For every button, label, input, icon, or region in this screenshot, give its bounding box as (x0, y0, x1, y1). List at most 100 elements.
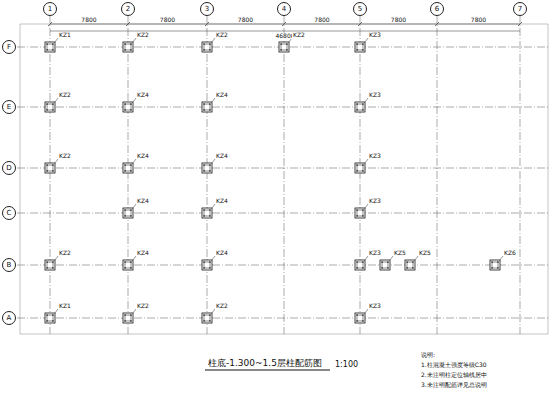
rebar-dot (46, 49, 48, 51)
axis-number: 5 (358, 6, 362, 13)
rebar-dot (203, 320, 205, 322)
rebar-dot (46, 103, 48, 105)
rebar-dot (362, 109, 364, 111)
rebar-dot (203, 49, 205, 51)
rebar-dot (124, 164, 126, 166)
column-tag: KZ2 (136, 303, 150, 309)
stirrup (204, 210, 210, 216)
dimension-tick (48, 22, 52, 26)
rebar-dot (130, 215, 132, 217)
column-tag: KZ2 (292, 32, 306, 38)
rebar-dot (124, 170, 126, 172)
stirrup (204, 44, 210, 50)
rebar-dot (209, 314, 211, 316)
dimension: 7800 (390, 17, 407, 23)
rebar-dot (280, 49, 282, 51)
axis-number: 7 (518, 6, 522, 13)
rebar-dot (46, 267, 48, 269)
axis-number: A (7, 315, 12, 322)
leader-line (365, 204, 368, 208)
axis-number: 6 (435, 6, 439, 13)
column-section (123, 102, 133, 112)
rebar-dot (52, 49, 54, 51)
axis-bubble: 1 (43, 2, 57, 16)
rebar-dot (130, 49, 132, 51)
rebar-dot (203, 215, 205, 217)
drawing-title: 柱底-1.300~1.5层柱配筋图 (208, 359, 322, 368)
column-section (202, 260, 212, 270)
axis-bubble: 3 (200, 2, 214, 16)
rebar-dot (124, 43, 126, 45)
column-section (202, 163, 212, 173)
stirrup (125, 165, 131, 171)
column-tag: KZ2 (136, 32, 150, 38)
column-section (355, 313, 365, 323)
rebar-dot (362, 267, 364, 269)
rebar-dot (52, 314, 54, 316)
column-tag: KZ2 (58, 92, 72, 98)
rebar-dot (381, 261, 383, 263)
column-tag: KZ2 (215, 32, 229, 38)
rebar-dot (130, 314, 132, 316)
column-tag: KZ5 (418, 250, 432, 256)
axis-line (284, 15, 285, 334)
leader-line (365, 256, 368, 260)
stirrup (357, 315, 363, 321)
axis-number: C (7, 210, 12, 217)
rebar-dot (203, 314, 205, 316)
rebar-dot (52, 103, 54, 105)
axis-number: D (6, 165, 11, 172)
column-section (202, 102, 212, 112)
rebar-dot (209, 267, 211, 269)
rebar-dot (209, 103, 211, 105)
column-tag: KZ3 (368, 92, 382, 98)
axis-bubble: 7 (513, 2, 527, 16)
leader-line (212, 309, 215, 313)
rebar-dot (362, 103, 364, 105)
stirrup (357, 44, 363, 50)
column-section (45, 163, 55, 173)
rebar-dot (130, 103, 132, 105)
rebar-dot (124, 320, 126, 322)
axis-line (17, 168, 548, 169)
leader-line (133, 159, 136, 163)
rebar-dot (362, 170, 364, 172)
column-section (355, 163, 365, 173)
rebar-dot (362, 314, 364, 316)
rebar-dot (356, 43, 358, 45)
rebar-dot (52, 109, 54, 111)
column-section (123, 42, 133, 52)
rebar-dot (209, 320, 211, 322)
stirrup (125, 44, 131, 50)
column-tag: KZ5 (393, 250, 407, 256)
rebar-dot (356, 209, 358, 211)
dimension: 7800 (159, 17, 176, 23)
column-tag: KZ1 (58, 32, 72, 38)
dimension: 7800 (313, 17, 330, 23)
rebar-dot (52, 43, 54, 45)
column-tag: KZ4 (136, 198, 150, 204)
note: 1.柱混凝土强度等级C30 (420, 362, 488, 368)
rebar-dot (124, 314, 126, 316)
stirrup (204, 315, 210, 321)
column-section (45, 313, 55, 323)
rebar-dot (209, 43, 211, 45)
rebar-dot (124, 109, 126, 111)
column-tag: KZ1 (58, 303, 72, 309)
rebar-dot (209, 261, 211, 263)
rebar-dot (209, 209, 211, 211)
dimension-tick (358, 22, 362, 26)
leader-line (55, 159, 58, 163)
leader-line (212, 256, 215, 260)
rebar-dot (381, 267, 383, 269)
stirrup (125, 104, 131, 110)
column-tag: KZ3 (368, 250, 382, 256)
stirrup (204, 104, 210, 110)
axis-bubble: F (2, 40, 16, 54)
axis-line (17, 265, 548, 266)
axis-bubble: 2 (121, 2, 135, 16)
rebar-dot (130, 261, 132, 263)
stirrup (357, 210, 363, 216)
column-tag: KZ4 (215, 92, 229, 98)
